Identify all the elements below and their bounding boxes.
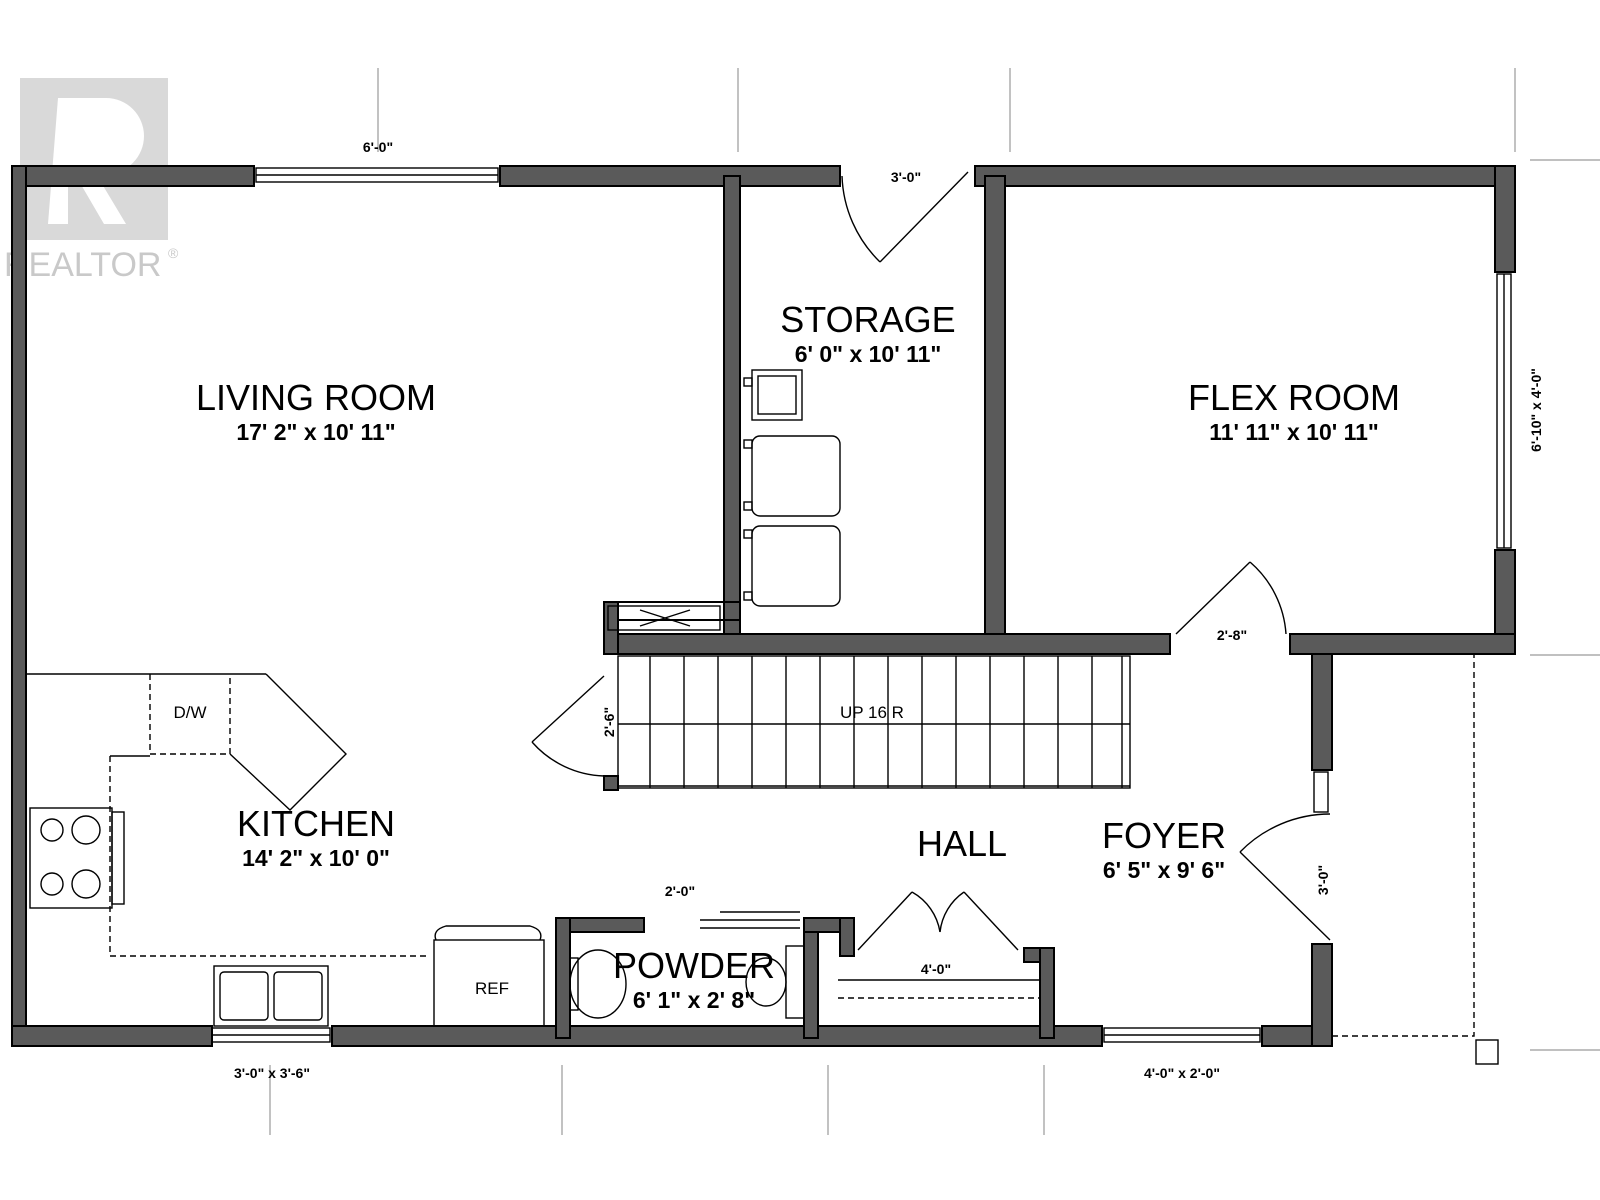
reference-lines <box>269 68 1600 1135</box>
opening-labels: 6'-0" 3'-0" 6'-10" x 4'-0" 2'-8" 2'-6" 2… <box>234 139 1544 1081</box>
label-stairs: UP 16 R <box>840 703 904 722</box>
label-closet-doors: 4'-0" <box>921 961 951 977</box>
windows <box>211 167 1512 1043</box>
room-name-storage: STORAGE <box>780 299 955 340</box>
logo-registered-mark: ® <box>168 245 179 261</box>
label-refrigerator: REF <box>475 979 509 998</box>
label-kitchen-window: 3'-0" x 3'-6" <box>234 1065 310 1081</box>
room-name-foyer: FOYER <box>1102 815 1226 856</box>
label-flex-door: 2'-8" <box>1217 627 1247 643</box>
label-storage-door: 3'-0" <box>891 169 921 185</box>
room-dims-foyer: 6' 5" x 9' 6" <box>1103 857 1225 883</box>
label-stair-door: 2'-6" <box>601 707 617 737</box>
interior-walls <box>555 175 1333 1039</box>
room-name-powder: POWDER <box>613 945 775 986</box>
room-name-kitchen: KITCHEN <box>237 803 395 844</box>
staircase <box>617 655 1131 789</box>
porch-outline <box>1332 654 1499 1065</box>
label-dishwasher: D/W <box>173 703 206 722</box>
room-dims-powder: 6' 1" x 2' 8" <box>633 987 755 1013</box>
room-dims-living: 17' 2" x 10' 11" <box>236 419 395 445</box>
room-dims-storage: 6' 0" x 10' 11" <box>795 341 942 367</box>
realtor-logo: REALTOR ® <box>4 78 179 284</box>
label-living-window: 6'-0" <box>363 139 393 155</box>
room-labels: LIVING ROOM 17' 2" x 10' 11" STORAGE 6' … <box>196 299 1400 1013</box>
label-powder-door: 2'-0" <box>665 883 695 899</box>
room-name-living: LIVING ROOM <box>196 377 436 418</box>
room-dims-kitchen: 14' 2" x 10' 0" <box>242 845 390 871</box>
label-flex-window: 6'-10" x 4'-0" <box>1528 368 1544 452</box>
room-name-flex: FLEX ROOM <box>1188 377 1400 418</box>
exterior-walls <box>11 165 1516 1047</box>
doors <box>531 171 1331 951</box>
kitchen-fixtures <box>26 673 545 1027</box>
closet-shelf <box>838 979 1040 999</box>
storage-shelving <box>607 369 841 631</box>
room-name-hall: HALL <box>917 823 1007 864</box>
label-front-door: 3'-0" <box>1315 865 1331 895</box>
fixture-labels: D/W REF UP 16 R <box>173 703 904 998</box>
logo-wordmark: REALTOR <box>4 246 161 284</box>
room-dims-flex: 11' 11" x 10' 11" <box>1209 419 1379 445</box>
powder-fixtures <box>569 945 805 1019</box>
label-foyer-window: 4'-0" x 2'-0" <box>1144 1065 1220 1081</box>
